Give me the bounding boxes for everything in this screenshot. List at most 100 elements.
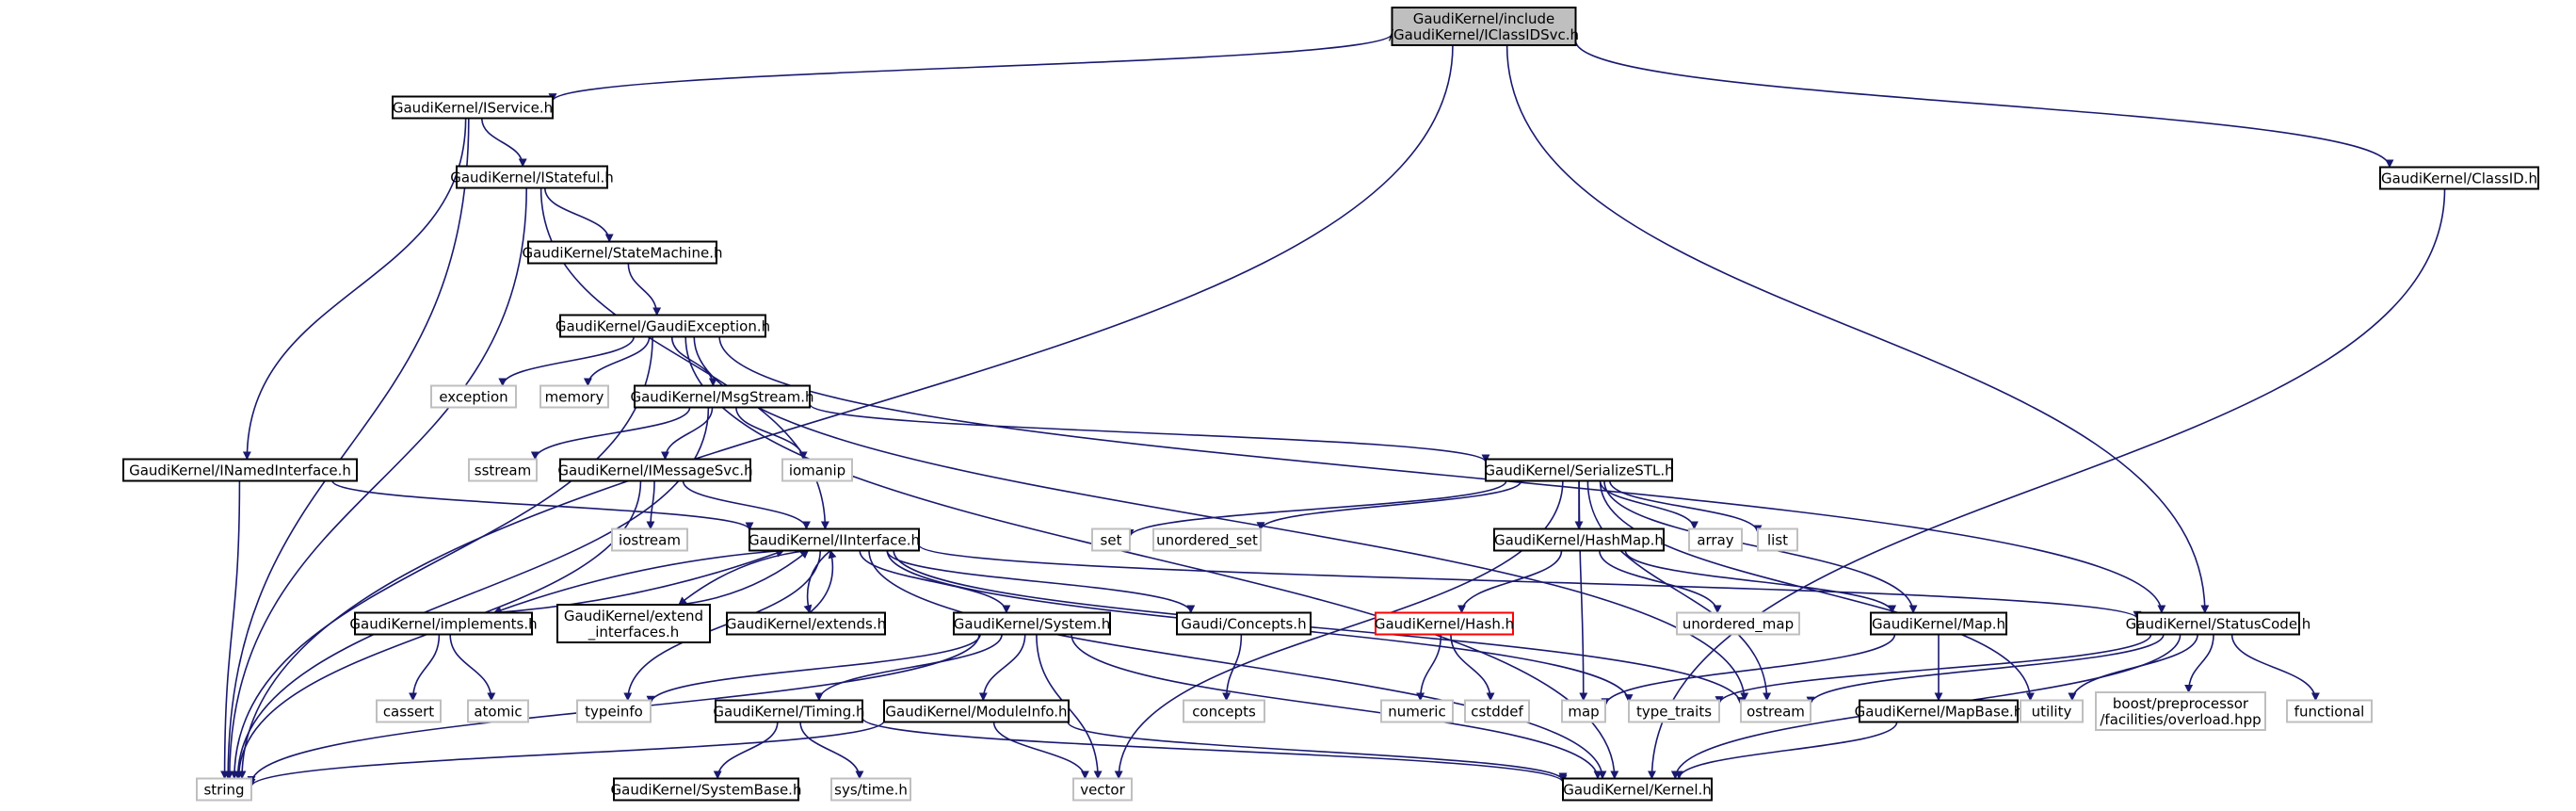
node-set[interactable]: set <box>1091 527 1131 552</box>
node-box <box>1152 527 1262 552</box>
node-label: cstddef <box>1471 704 1523 721</box>
node-exception[interactable]: exception <box>430 384 517 409</box>
edge-mapbase-to-kernel <box>1674 722 1898 780</box>
node-hash[interactable]: GaudiKernel/Hash.h <box>1375 611 1514 636</box>
edge-path <box>409 634 441 702</box>
edge-timing-to-systembase <box>713 722 779 780</box>
edge-path <box>1806 634 2165 706</box>
edge-path <box>220 480 241 780</box>
node-label: GaudiKernel/IInterface.h <box>749 532 920 549</box>
node-kernel[interactable]: GaudiKernel/Kernel.h <box>1562 777 1713 802</box>
node-box <box>613 777 799 802</box>
node-unordered-map[interactable]: unordered_map <box>1676 611 1800 636</box>
node-label: cassert <box>383 704 434 721</box>
node-array[interactable]: array <box>1688 527 1743 552</box>
edge-gaudiexception-to-memory <box>583 336 651 387</box>
node-root[interactable]: GaudiKernel/include/GaudiKernel/IClassID… <box>1389 7 1579 46</box>
edge-gaudiexception-to-string <box>230 336 653 780</box>
node-box <box>1176 611 1312 636</box>
edge-layer <box>220 33 2446 787</box>
node-msgstream[interactable]: GaudiKernel/MsgStream.h <box>630 384 814 409</box>
edge-path <box>684 336 1619 780</box>
edge-path <box>1222 634 1243 702</box>
node-map[interactable]: map <box>1561 699 1606 723</box>
edge-root-to-statuscode <box>1505 44 2210 614</box>
node-statuscode[interactable]: GaudiKernel/StatusCode.h <box>2126 611 2311 636</box>
node-label: string <box>203 782 244 799</box>
node-gaudiexception[interactable]: GaudiKernel/GaudiException.h <box>555 314 770 338</box>
edge-path <box>1601 634 1896 707</box>
node-numeric[interactable]: numeric <box>1380 699 1454 723</box>
node-atomic[interactable]: atomic <box>467 699 529 723</box>
node-label: GaudiKernel/GaudiException.h <box>555 318 770 335</box>
node-memory[interactable]: memory <box>539 384 609 409</box>
node-utility[interactable]: utility <box>2020 699 2084 723</box>
node-systembase[interactable]: GaudiKernel/SystemBase.h <box>611 777 802 802</box>
node-istateful[interactable]: GaudiKernel/IStateful.h <box>450 165 614 189</box>
edge-statuscode-to-ostream <box>1806 634 2165 706</box>
edge-path <box>809 403 1490 463</box>
node-serializestl[interactable]: GaudiKernel/SerializeSTL.h <box>1484 458 1674 482</box>
node-concepts-ext[interactable]: concepts <box>1183 699 1265 723</box>
node-string[interactable]: string <box>196 777 252 802</box>
node-hashmap[interactable]: GaudiKernel/HashMap.h <box>1493 527 1665 552</box>
edge-iinterface-to-concepts <box>886 550 1196 614</box>
node-typeinfo[interactable]: typeinfo <box>576 699 652 723</box>
node-label: GaudiKernel/implements.h <box>349 616 537 633</box>
node-concepts[interactable]: Gaudi/Concepts.h <box>1176 611 1312 636</box>
node-systime[interactable]: sys/time.h <box>830 777 911 802</box>
node-cstddef[interactable]: cstddef <box>1464 699 1530 723</box>
node-iinterface[interactable]: GaudiKernel/IInterface.h <box>749 527 920 552</box>
edge-path <box>918 543 2142 620</box>
edge-path <box>242 118 467 461</box>
edge-serializestl-to-list <box>1608 480 1763 534</box>
edge-implements-to-atomic <box>449 634 496 702</box>
edge-iinterface-to-statuscode <box>918 543 2142 620</box>
edge-path <box>1256 480 1522 531</box>
edge-path <box>230 336 653 780</box>
node-box <box>781 458 853 482</box>
node-box <box>749 527 920 552</box>
node-unordered-set[interactable]: unordered_set <box>1152 527 1262 552</box>
node-mapbase[interactable]: GaudiKernel/MapBase.h <box>1855 699 2023 723</box>
edge-path <box>978 634 1026 702</box>
edge-path <box>735 407 808 461</box>
node-classid[interactable]: GaudiKernel/ClassID.h <box>2379 166 2539 190</box>
edge-path <box>660 407 714 461</box>
node-box <box>715 699 863 723</box>
node-moduleinfo[interactable]: GaudiKernel/ModuleInfo.h <box>883 699 1070 723</box>
node-map-h[interactable]: GaudiKernel/Map.h <box>1870 611 2007 636</box>
edge-path <box>492 549 784 614</box>
node-vector[interactable]: vector <box>1072 777 1133 802</box>
node-timing[interactable]: GaudiKernel/Timing.h <box>713 699 865 723</box>
node-cassert[interactable]: cassert <box>376 699 442 723</box>
node-sstream[interactable]: sstream <box>468 458 538 482</box>
edge-path <box>809 549 837 614</box>
node-functional[interactable]: functional <box>2286 699 2373 723</box>
node-iostream[interactable]: iostream <box>611 527 688 552</box>
node-extendinterfaces[interactable]: GaudiKernel/extend_interfaces.h <box>556 604 711 643</box>
node-implements[interactable]: GaudiKernel/implements.h <box>349 611 538 636</box>
edge-path <box>678 549 809 606</box>
node-box <box>559 458 751 482</box>
node-ostream[interactable]: ostream <box>1740 699 1811 723</box>
node-label: unordered_set <box>1156 532 1258 550</box>
edge-iinterface-to-system <box>859 550 1011 614</box>
edge-path <box>1505 44 2210 614</box>
node-inamed[interactable]: GaudiKernel/INamedInterface.h <box>122 458 358 482</box>
edge-path <box>247 720 885 787</box>
edge-serializestl-to-ostream <box>1586 480 1772 702</box>
edge-path <box>237 44 1454 780</box>
node-box <box>830 777 911 802</box>
node-iservice[interactable]: GaudiKernel/IService.h <box>392 95 554 120</box>
node-list[interactable]: list <box>1757 527 1798 552</box>
edge-path <box>670 336 717 387</box>
node-statemachine[interactable]: GaudiKernel/StateMachine.h <box>523 240 723 265</box>
node-extends[interactable]: GaudiKernel/extends.h <box>726 611 886 636</box>
node-system[interactable]: GaudiKernel/System.h <box>953 611 1111 636</box>
node-label: GaudiKernel/IService.h <box>393 100 553 117</box>
node-iomanip[interactable]: iomanip <box>781 458 853 482</box>
node-type-traits[interactable]: type_traits <box>1628 699 1720 723</box>
node-imessagesvc[interactable]: GaudiKernel/IMessageSvc.h <box>557 458 753 482</box>
node-boostpp[interactable]: boost/preprocessor/facilities/overload.h… <box>2095 691 2266 731</box>
